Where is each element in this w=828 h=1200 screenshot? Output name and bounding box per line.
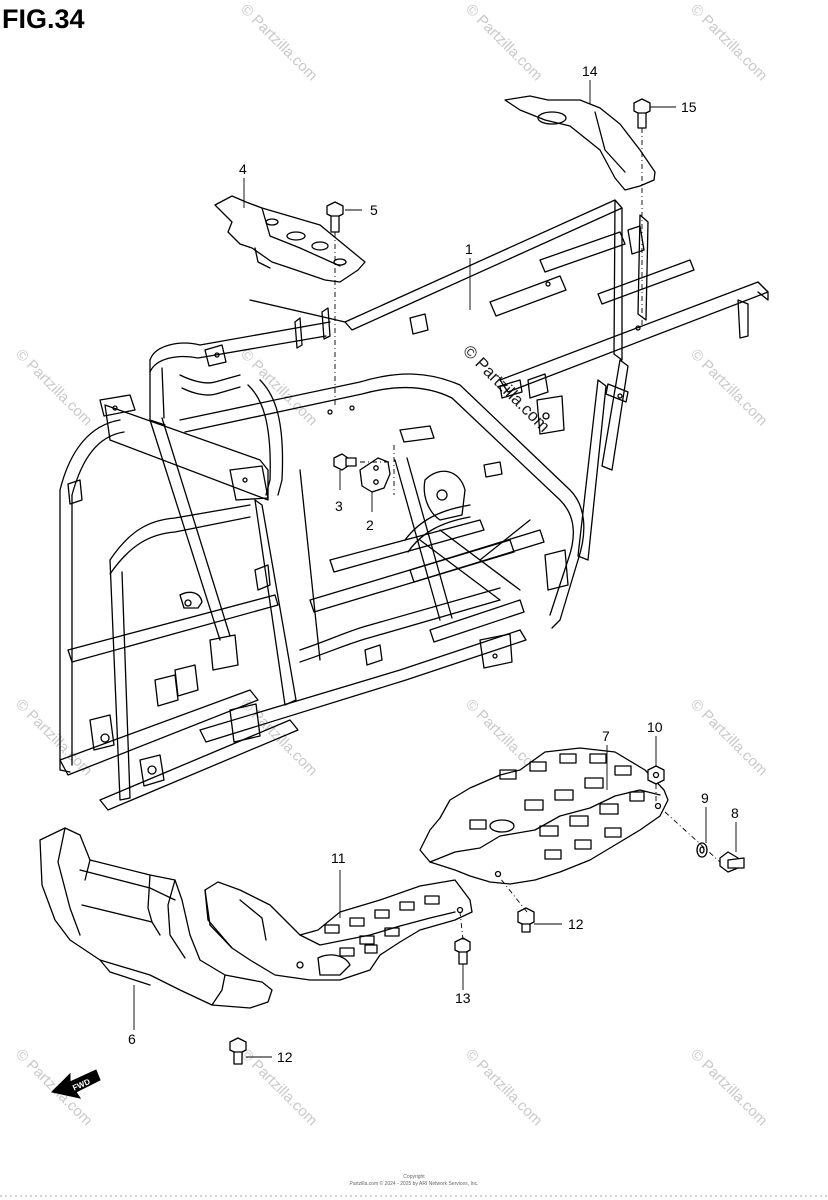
watermark: © Partzilla.com [237, 1, 320, 84]
alignment-lines [334, 128, 721, 941]
callout-12-front[interactable]: 12 [277, 1049, 293, 1065]
leader-lines [133, 80, 737, 1058]
callout-9[interactable]: 9 [701, 790, 709, 806]
copyright: Copyright Partzilla.com © 2024 - 2025 by… [349, 1174, 478, 1187]
figure-title: FIG.34 [2, 4, 85, 34]
watermark: © Partzilla.com [462, 1046, 545, 1129]
callout-13[interactable]: 13 [455, 990, 471, 1006]
callout-10[interactable]: 10 [647, 719, 663, 735]
copyright-line-1: Copyright [403, 1174, 425, 1180]
fwd-arrow-icon [50, 1069, 101, 1099]
part-1-frame[interactable] [59, 199, 769, 811]
fwd-label: FWD [71, 1077, 92, 1093]
watermark: © Partzilla.com [12, 346, 95, 429]
part-13-bolt[interactable] [454, 937, 471, 965]
callout-12[interactable]: 12 [568, 916, 584, 932]
callout-2[interactable]: 2 [366, 517, 374, 533]
part-7-rear-skid-plate[interactable] [419, 747, 669, 885]
watermark: © Partzilla.com [687, 696, 770, 779]
watermark: © Partzilla.com [12, 696, 95, 779]
part-12-bolt-front[interactable] [229, 1037, 247, 1065]
part-2-plate[interactable] [359, 457, 391, 493]
watermark: © Partzilla.com [687, 346, 770, 429]
callout-15[interactable]: 15 [681, 99, 697, 115]
callout-6[interactable]: 6 [128, 1031, 136, 1047]
part-3-bolt[interactable] [333, 453, 357, 471]
watermark: © Partzilla.com [687, 1, 770, 84]
callout-4[interactable]: 4 [239, 161, 247, 177]
callout-7[interactable]: 7 [602, 728, 610, 744]
part-15-bolt[interactable] [633, 98, 651, 129]
watermark: © Partzilla.com [462, 1, 545, 84]
copyright-line-2: Partzilla.com © 2024 - 2025 by ARI Netwo… [349, 1180, 478, 1187]
part-11-front-skid-plate[interactable] [204, 879, 473, 981]
part-4-bracket[interactable] [214, 195, 366, 283]
callouts: 1 2 3 4 5 6 7 8 9 10 11 12 12 13 14 15 [128, 63, 739, 1065]
callout-1[interactable]: 1 [465, 241, 473, 257]
part-14-bracket[interactable] [504, 95, 656, 191]
part-12-bolt[interactable] [517, 907, 535, 933]
watermark: © Partzilla.com [687, 1046, 770, 1129]
callout-14[interactable]: 14 [582, 63, 598, 79]
part-6-front-guard[interactable] [39, 827, 273, 1009]
callout-3[interactable]: 3 [335, 498, 343, 514]
callout-8[interactable]: 8 [731, 805, 739, 821]
part-10-nut[interactable] [647, 765, 665, 785]
callout-5[interactable]: 5 [370, 202, 378, 218]
callout-11[interactable]: 11 [331, 850, 346, 866]
part-8-bolt[interactable] [719, 851, 745, 873]
part-5-bolt[interactable] [326, 201, 344, 233]
